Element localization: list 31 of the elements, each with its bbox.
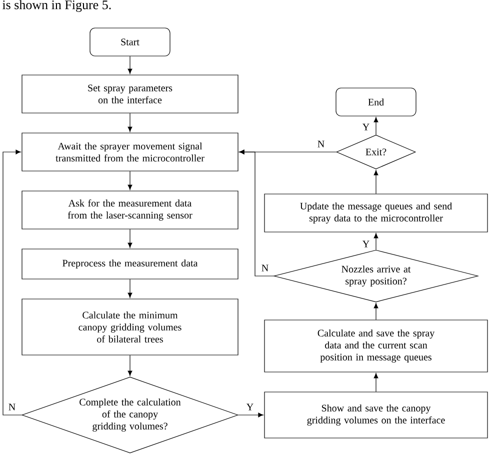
edge-label: Y [361, 122, 371, 132]
process-box: Update the message queues and send spray data to the microcontroller [264, 194, 488, 232]
arrow [239, 150, 336, 154]
arrow [128, 113, 132, 132]
edge-label: N [260, 264, 270, 272]
process-box: Ask for the measurement data from the laser-scanning sensor [22, 190, 238, 230]
arrow [374, 117, 378, 135]
process-box: Set spray parameters on the interface [22, 74, 238, 114]
arrow [374, 233, 378, 250]
arrow [374, 303, 378, 320]
process-box: Calculate and save the spray data and the current scan position in message queues [264, 320, 488, 372]
edge-label: N [316, 140, 326, 148]
process-box: Calculate the minimum canopy gridding volumes of bilateral trees [22, 298, 238, 356]
terminal-box: End [336, 88, 416, 116]
arrow [128, 56, 132, 74]
arrow [128, 355, 132, 376]
edge-label: Y [361, 240, 371, 248]
edge-label: Y [245, 402, 255, 412]
arrow [374, 373, 378, 392]
edge-label: N [7, 402, 17, 412]
process-box: Await the sprayer movement signal transmitted from the microcontroller [22, 132, 238, 172]
arrow [2, 150, 22, 416]
arrow [128, 171, 132, 190]
arrow [238, 412, 264, 418]
cropped-text: is shown in Figure 5. [2, 0, 111, 12]
arrow [374, 170, 378, 194]
arrow [128, 279, 132, 298]
arrow [128, 229, 132, 248]
process-box: Show and save the canopy gridding volumes on the interface [264, 392, 488, 438]
terminal-box: Start [90, 28, 170, 56]
process-box: Preprocess the measurement data [22, 248, 238, 280]
